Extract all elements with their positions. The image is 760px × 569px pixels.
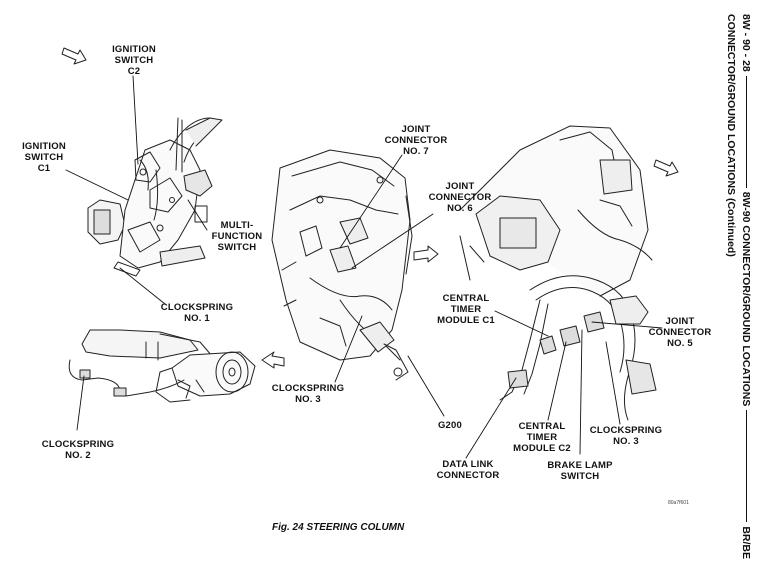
page-number: 8W - 90 - 28: [740, 14, 753, 72]
page-title: 8W-90 CONNECTOR/GROUND LOCATIONS: [740, 191, 753, 407]
figure-caption: Fig. 24 STEERING COLUMN: [272, 522, 405, 533]
model-code: BR/BE: [740, 526, 753, 559]
page-subtitle: CONNECTOR/GROUND LOCATIONS (Continued): [725, 14, 738, 257]
label-joint-connector-no5: JOINT CONNECTOR NO. 5: [648, 316, 712, 349]
label-clockspring-no2: CLOCKSPRING NO. 2: [41, 439, 115, 461]
label-brake-lamp-switch: BRAKE LAMP SWITCH: [547, 460, 613, 482]
header-rule: [746, 75, 747, 188]
label-ignition-switch-c2: IGNITION SWITCH C2: [112, 44, 156, 77]
page-header: 8W - 90 - 28 8W-90 CONNECTOR/GROUND LOCA…: [714, 14, 754, 559]
label-multi-function-switch: MULTI- FUNCTION SWITCH: [211, 220, 263, 253]
direction-arrow-icons: [61, 47, 679, 369]
under-dash-harness-illustration: [459, 125, 657, 421]
label-data-link-connector: DATA LINK CONNECTOR: [436, 459, 500, 481]
instrument-panel-center-illustration: [271, 149, 413, 381]
label-clockspring-no3-right: CLOCKSPRING NO. 3: [589, 425, 663, 447]
label-g200: G200: [437, 420, 463, 431]
label-clockspring-no1: CLOCKSPRING NO. 1: [160, 302, 234, 324]
figure-code: 80a7f601: [668, 500, 689, 506]
label-central-timer-module-c2: CENTRAL TIMER MODULE C2: [513, 421, 571, 454]
label-clockspring-no3-center: CLOCKSPRING NO. 3: [271, 383, 345, 405]
label-joint-connector-no6: JOINT CONNECTOR NO. 6: [428, 181, 492, 214]
label-central-timer-module-c1: CENTRAL TIMER MODULE C1: [437, 293, 495, 326]
header-rule: [746, 410, 747, 523]
label-ignition-switch-c1: IGNITION SWITCH C1: [22, 141, 66, 174]
label-joint-connector-no7: JOINT CONNECTOR NO. 7: [384, 124, 448, 157]
steering-column-assembly-illustration: [87, 117, 223, 277]
clockspring-assembly-illustration: [68, 329, 256, 403]
leader-lines: [65, 75, 663, 459]
